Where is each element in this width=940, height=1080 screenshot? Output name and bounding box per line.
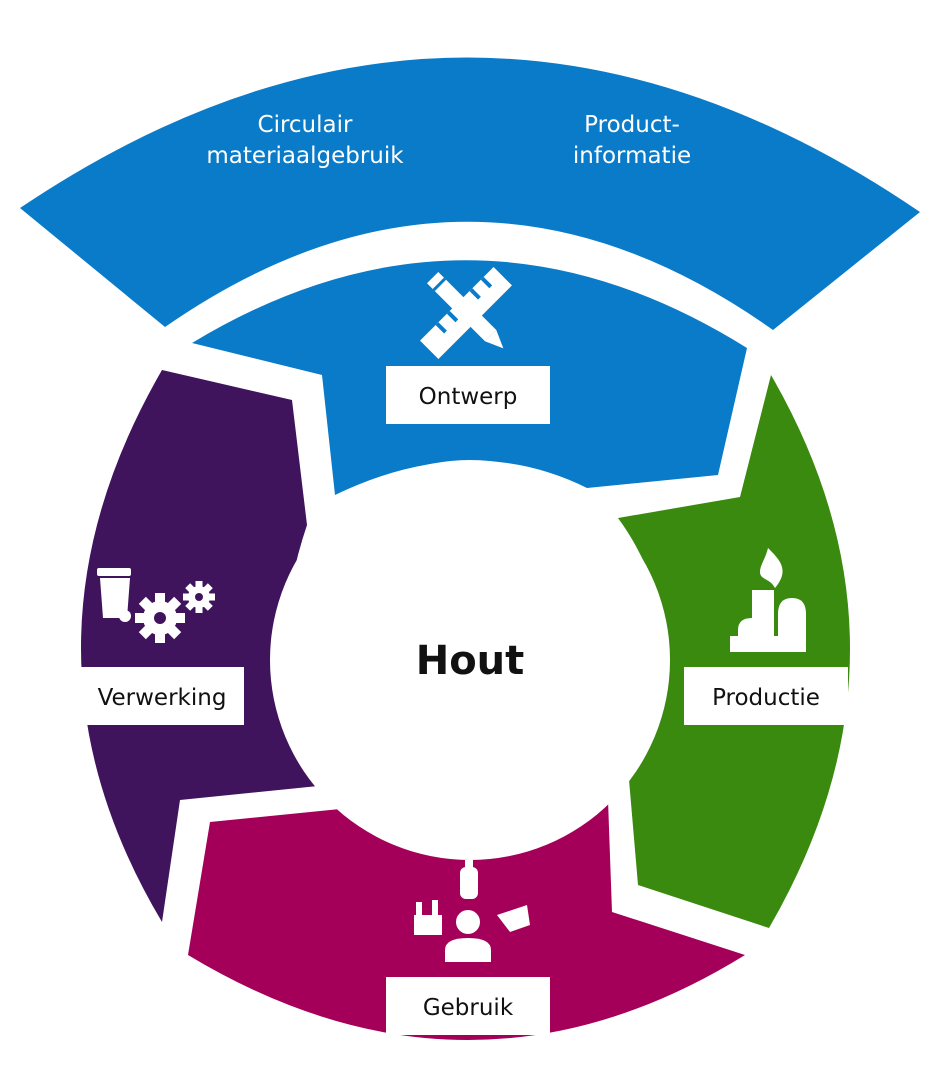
svg-text:Verwerking: Verwerking bbox=[98, 685, 227, 711]
center-circle bbox=[270, 460, 670, 860]
outer-band-left-line-2: materiaalgebruik bbox=[206, 143, 404, 169]
outer-band-right-line-1: Product- bbox=[584, 112, 680, 138]
factory-icon bbox=[730, 548, 806, 652]
bin-gears-icon bbox=[97, 568, 215, 643]
consumer-products-icon bbox=[414, 860, 530, 962]
label-ontwerp: Ontwerp bbox=[386, 366, 550, 424]
outer-arc-band bbox=[20, 57, 920, 330]
label-verwerking: Verwerking bbox=[80, 667, 244, 725]
outer-band-left-line-1: Circulair bbox=[258, 112, 353, 138]
small-gear bbox=[183, 581, 215, 613]
segment-verwerking bbox=[81, 370, 328, 922]
svg-text:Productie: Productie bbox=[712, 685, 820, 711]
ruler-pencil-icon bbox=[420, 267, 512, 359]
label-productie: Productie bbox=[684, 667, 848, 725]
large-gear bbox=[135, 593, 185, 643]
center-label: Hout bbox=[416, 638, 525, 684]
svg-text:Gebruik: Gebruik bbox=[423, 995, 514, 1021]
outer-band-right-line-2: informatie bbox=[573, 143, 691, 169]
label-gebruik: Gebruik bbox=[386, 977, 550, 1035]
svg-text:Ontwerp: Ontwerp bbox=[419, 384, 518, 410]
